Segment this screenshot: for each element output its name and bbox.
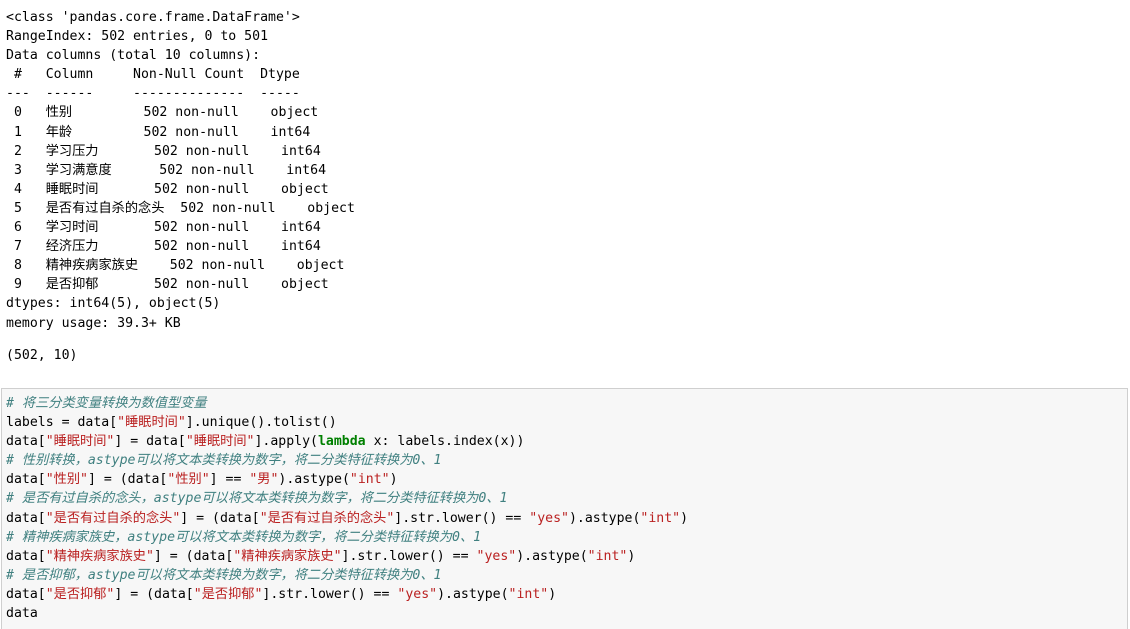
output-line: 4 睡眠时间 502 non-null object xyxy=(6,181,329,197)
code-token: ).astype( xyxy=(568,510,641,526)
output-line: 6 学习时间 502 non-null int64 xyxy=(6,220,329,236)
code-line: labels = data["睡眠时间"].unique().tolist() xyxy=(6,413,688,432)
code-string: "性别" xyxy=(167,472,210,488)
code-string: "yes" xyxy=(397,586,438,602)
code-line: data["是否抑郁"] = (data["是否抑郁"].str.lower()… xyxy=(6,585,688,604)
code-string: "睡眠时间" xyxy=(185,434,255,450)
output-line: # Column Non-Null Count Dtype xyxy=(6,67,308,83)
code-line: # 性别转换，astype可以将文本类转换为数字，将二分类特征转换为0、1 xyxy=(6,451,688,470)
code-line: data xyxy=(6,604,688,623)
code-line: # 是否抑郁，astype可以将文本类转换为数字，将二分类特征转换为0、1 xyxy=(6,566,688,585)
code-token: labels = data[ xyxy=(6,415,118,431)
code-token: ) xyxy=(680,510,689,526)
output-line: 1 年龄 502 non-null int64 xyxy=(6,124,319,140)
code-token: x: labels.index(x)) xyxy=(365,434,525,450)
code-keyword: lambda xyxy=(317,434,366,450)
code-token: data[ xyxy=(6,510,46,526)
code-string: "性别" xyxy=(45,472,88,488)
code-string: "是否有过自杀的念头" xyxy=(259,510,395,526)
code-comment: # 是否抑郁，astype可以将文本类转换为数字，将二分类特征转换为0、1 xyxy=(6,567,442,583)
code-line: data["精神疾病家族史"] = (data["精神疾病家族史"].str.l… xyxy=(6,547,688,566)
code-string: "是否抑郁" xyxy=(45,586,115,602)
code-token: ).astype( xyxy=(516,548,588,564)
info-output: <class 'pandas.core.frame.DataFrame'> Ran… xyxy=(6,8,1130,333)
shape-output: (502, 10) xyxy=(6,348,78,363)
output-line: RangeIndex: 502 entries, 0 to 501 xyxy=(6,29,269,45)
code-string: "int" xyxy=(349,472,390,488)
code-token: ].apply( xyxy=(254,434,318,450)
output-line: 9 是否抑郁 502 non-null object xyxy=(6,277,329,293)
output-line: <class 'pandas.core.frame.DataFrame'> xyxy=(6,10,300,25)
code-line: # 将三分类变量转换为数值型变量 xyxy=(6,394,688,413)
output-line: --- ------ -------------- ----- xyxy=(6,86,308,102)
code-token: ] == xyxy=(209,472,250,488)
output-line: 2 学习压力 502 non-null int64 xyxy=(6,143,329,159)
code-token: ].unique().tolist() xyxy=(185,415,337,431)
code-comment: # 将三分类变量转换为数值型变量 xyxy=(6,396,207,411)
code-comment: # 性别转换，astype可以将文本类转换为数字，将二分类特征转换为0、1 xyxy=(6,453,442,469)
code-line: data["性别"] = (data["性别"] == "男").astype(… xyxy=(6,470,688,489)
output-line: 7 经济压力 502 non-null int64 xyxy=(6,239,329,255)
output-line: dtypes: int64(5), object(5) xyxy=(6,296,221,312)
code-token: ) xyxy=(389,472,398,488)
code-line: # 精神疾病家族史，astype可以将文本类转换为数字，将二分类特征转换为0、1 xyxy=(6,528,688,547)
output-line: 8 精神疾病家族史 502 non-null object xyxy=(6,258,345,274)
code-token: ].str.lower() == xyxy=(394,510,530,526)
code-token: ] = (data[ xyxy=(87,472,168,488)
code-string: "睡眠时间" xyxy=(45,434,115,450)
code-line: data["是否有过自杀的念头"] = (data["是否有过自杀的念头"].s… xyxy=(6,509,688,528)
code-token: ) xyxy=(627,548,636,564)
code-token: ].str.lower() == xyxy=(341,548,477,564)
code-token: data[ xyxy=(6,548,46,564)
code-string: "是否有过自杀的念头" xyxy=(45,510,181,526)
code-token: ] = (data[ xyxy=(114,586,194,602)
code-token: ] = data[ xyxy=(114,434,186,450)
code-token: ] = (data[ xyxy=(153,548,234,564)
output-line: 3 学习满意度 502 non-null int64 xyxy=(6,162,334,178)
code-string: "int" xyxy=(640,510,681,526)
code-string: "精神疾病家族史" xyxy=(45,548,154,564)
code-cell[interactable] xyxy=(1,388,1128,629)
code-line: data["睡眠时间"] = data["睡眠时间"].apply(lambda… xyxy=(6,432,688,451)
output-line: memory usage: 39.3+ KB xyxy=(6,315,181,331)
code-comment: # 精神疾病家族史，astype可以将文本类转换为数字，将二分类特征转换为0、1 xyxy=(6,529,482,545)
code-string: "睡眠时间" xyxy=(117,415,186,431)
code-token: data[ xyxy=(6,434,46,450)
code-string: "是否抑郁" xyxy=(193,586,263,602)
code-token: ) xyxy=(548,586,557,602)
code-token: ].str.lower() == xyxy=(262,586,398,602)
code-string: "yes" xyxy=(476,548,517,564)
code-string: "int" xyxy=(508,586,549,602)
output-line: Data columns (total 10 columns): xyxy=(6,48,261,64)
code-token: data[ xyxy=(6,586,46,602)
code-token: data[ xyxy=(6,472,46,488)
code-token: data xyxy=(6,606,38,622)
code-line: # 是否有过自杀的念头，astype可以将文本类转换为数字，将二分类特征转换为0… xyxy=(6,489,688,508)
code-string: "yes" xyxy=(529,510,569,526)
code-token: ] = (data[ xyxy=(180,510,260,526)
output-line: 5 是否有过自杀的念头 502 non-null object xyxy=(6,200,355,216)
code-string: "男" xyxy=(249,472,279,488)
output-line: 0 性别 502 non-null object xyxy=(6,105,319,121)
code-string: "精神疾病家族史" xyxy=(233,548,342,564)
code-token: ).astype( xyxy=(278,472,350,488)
code-token: ).astype( xyxy=(437,586,509,602)
code-comment: # 是否有过自杀的念头，astype可以将文本类转换为数字，将二分类特征转换为0… xyxy=(6,491,508,507)
code-string: "int" xyxy=(587,548,628,564)
